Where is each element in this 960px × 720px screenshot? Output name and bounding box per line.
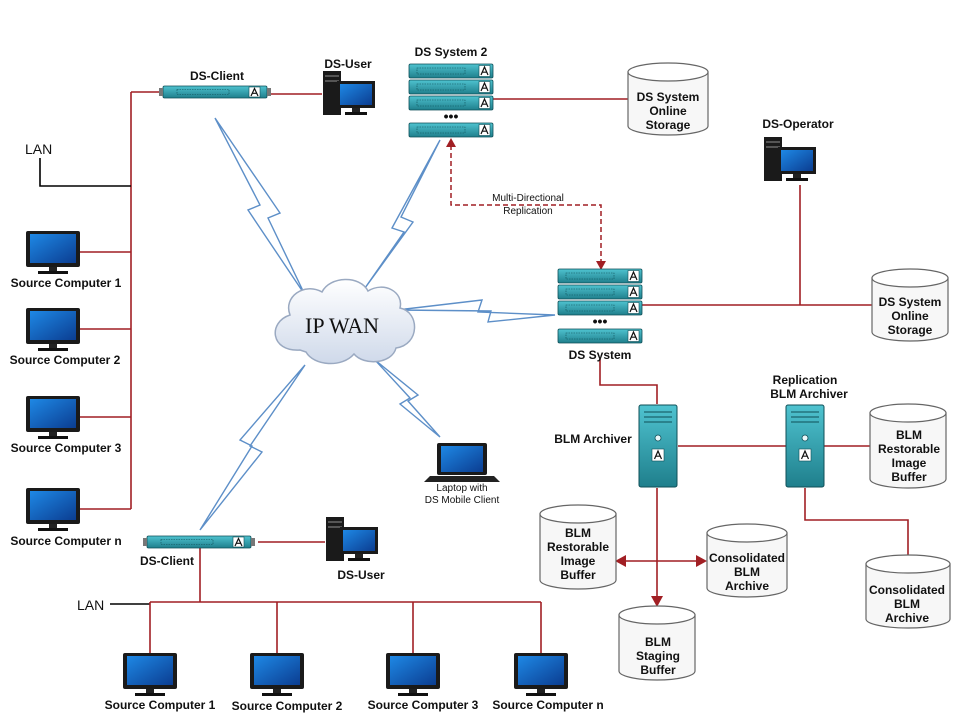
ds-user-label: DS-User <box>324 57 372 71</box>
laptop-mobile-client[interactable]: Laptop with DS Mobile Client <box>424 443 500 506</box>
buffer-label-line: Buffer <box>891 470 927 484</box>
lightning-icon <box>396 299 556 323</box>
lan-label: LAN <box>77 597 104 613</box>
connection-lines <box>39 91 909 655</box>
archive-label-line: Consolidated <box>869 583 945 597</box>
ds-system-2-label: DS System 2 <box>415 45 488 59</box>
buffer-label-line: Buffer <box>560 568 596 582</box>
ds-system-2[interactable]: DS System 2 ••• <box>408 45 494 138</box>
replication-label-line1: Multi-Directional <box>492 193 564 204</box>
more-units-indicator: ••• <box>593 313 608 329</box>
archive-label-line: Archive <box>725 579 769 593</box>
consolidated-blm-archive-center[interactable]: Consolidated BLM Archive <box>706 523 788 598</box>
storage-label-line: Storage <box>646 118 691 132</box>
buffer-label-line: BLM <box>896 428 922 442</box>
source-computer-left-3[interactable]: Source Computer 3 <box>11 396 122 455</box>
buffer-label-line: Image <box>892 456 927 470</box>
source-computer-left-2[interactable]: Source Computer 2 <box>10 308 121 367</box>
buffer-label-line: BLM <box>645 635 671 649</box>
archive-label-line: BLM <box>734 565 760 579</box>
ds-client-label: DS-Client <box>190 69 244 83</box>
storage-label-line: Storage <box>888 323 933 337</box>
laptop-label-line1: Laptop with <box>436 483 487 494</box>
storage-label-line: Online <box>649 104 687 118</box>
ds-client-bottom[interactable]: DS-Client <box>140 535 256 568</box>
source-computer-label: Source Computer 1 <box>11 276 122 290</box>
ds-user-bottom[interactable]: DS-User <box>326 517 385 582</box>
source-computer-label: Source Computer n <box>10 534 121 548</box>
replication-blm-archiver-line2: BLM Archiver <box>770 387 848 401</box>
lightning-icon <box>214 117 306 296</box>
ip-wan-cloud: IP WAN <box>274 278 416 365</box>
buffer-label-line: BLM <box>565 526 591 540</box>
more-units-indicator: ••• <box>444 108 459 124</box>
source-computer-label: Source Computer n <box>492 698 603 712</box>
ds-operator[interactable]: DS-Operator <box>762 117 834 181</box>
storage-label-line: DS System <box>879 295 942 309</box>
source-computer-label: Source Computer 3 <box>368 698 479 712</box>
lightning-icon <box>199 364 306 531</box>
source-computer-label: Source Computer 2 <box>10 353 121 367</box>
buffer-label-line: Image <box>561 554 596 568</box>
source-computer-bottom-1[interactable]: Source Computer 1 <box>105 653 216 712</box>
source-computer-label: Source Computer 1 <box>105 698 216 712</box>
ds-system[interactable]: ••• DS System <box>557 268 643 362</box>
laptop-label-line2: DS Mobile Client <box>425 495 500 506</box>
blm-restorable-image-buffer-right[interactable]: BLM Restorable Image Buffer <box>869 403 947 489</box>
blm-restorable-image-buffer-left[interactable]: BLM Restorable Image Buffer <box>539 504 617 590</box>
blm-archiver-label: BLM Archiver <box>554 432 632 446</box>
wan-label: IP WAN <box>305 313 379 338</box>
lan-label: LAN <box>25 141 52 157</box>
source-computer-bottom-2[interactable]: Source Computer 2 <box>232 653 343 713</box>
wan-links <box>199 117 556 531</box>
archive-label-line: BLM <box>894 597 920 611</box>
source-computer-bottom-n[interactable]: Source Computer n <box>492 653 604 712</box>
blm-archiver[interactable]: BLM Archiver <box>554 404 678 488</box>
replication-label-line2: Replication <box>503 206 552 217</box>
archive-label-line: Archive <box>885 611 929 625</box>
ds-client-label: DS-Client <box>140 554 194 568</box>
buffer-label-line: Restorable <box>547 540 609 554</box>
consolidated-blm-archive-right[interactable]: Consolidated BLM Archive <box>865 554 951 629</box>
storage-label-line: DS System <box>637 90 700 104</box>
replication-blm-archiver[interactable]: Replication BLM Archiver <box>770 373 848 488</box>
ds-system-online-storage-top[interactable]: DS System Online Storage <box>627 62 709 136</box>
replication-label: Multi-Directional Replication <box>492 193 564 217</box>
ds-client-top[interactable]: DS-Client <box>158 69 272 99</box>
source-computer-bottom-3[interactable]: Source Computer 3 <box>368 653 479 712</box>
lightning-icon <box>374 359 441 438</box>
ds-operator-label: DS-Operator <box>762 117 834 131</box>
blm-staging-buffer[interactable]: BLM Staging Buffer <box>618 605 696 681</box>
buffer-label-line: Restorable <box>878 442 940 456</box>
ds-user-top[interactable]: DS-User <box>323 57 375 115</box>
archive-label-line: Consolidated <box>709 551 785 565</box>
storage-label-line: Online <box>891 309 929 323</box>
buffer-label-line: Staging <box>636 649 680 663</box>
buffer-label-line: Buffer <box>640 663 676 677</box>
source-computer-left-n[interactable]: Source Computer n <box>10 488 122 548</box>
replication-blm-archiver-line1: Replication <box>773 373 838 387</box>
source-computer-left-1[interactable]: Source Computer 1 <box>11 231 122 290</box>
ds-system-label: DS System <box>569 348 632 362</box>
ds-system-online-storage-right[interactable]: DS System Online Storage <box>871 268 949 342</box>
lightning-icon <box>364 139 441 289</box>
ds-user-label: DS-User <box>337 568 385 582</box>
source-computer-label: Source Computer 2 <box>232 699 343 713</box>
source-computer-label: Source Computer 3 <box>11 441 122 455</box>
